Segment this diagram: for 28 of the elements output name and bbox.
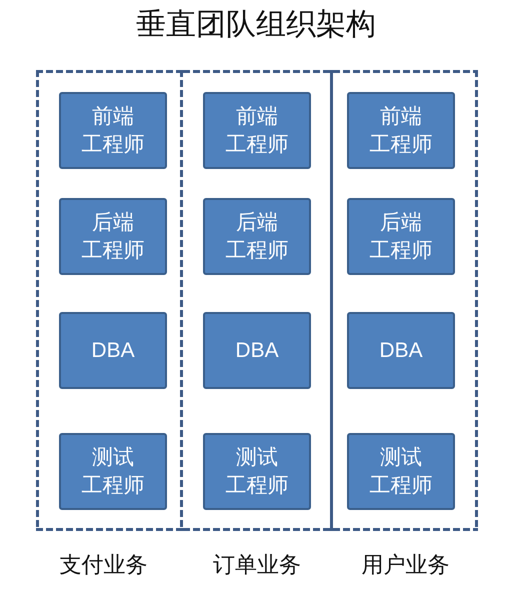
role-box [59,92,167,169]
role-label: 前端工程师 [370,104,432,158]
role-label: 测试工程师 [226,444,288,498]
role-label: 测试工程师 [82,444,144,498]
column-label: 用户业务 [360,551,450,579]
role-box [347,92,455,169]
role-box [347,433,455,510]
role-box [59,312,167,389]
role-label: 前端工程师 [82,104,144,158]
role-label: DBA [91,338,135,364]
role-box [59,198,167,275]
column-label: 支付业务 [58,551,148,579]
role-label: 后端工程师 [82,210,144,264]
column-label: 订单业务 [212,551,302,579]
role-label: DBA [379,338,423,364]
diagram-title: 垂直团队组织架构 [135,7,377,43]
role-box [347,198,455,275]
role-box [347,312,455,389]
role-box [203,92,311,169]
role-box [203,198,311,275]
role-box [59,433,167,510]
role-label: 测试工程师 [370,444,432,498]
role-label: 后端工程师 [226,210,288,264]
role-box [203,312,311,389]
role-label: 前端工程师 [226,104,288,158]
role-label: DBA [235,338,279,364]
role-label: 后端工程师 [370,210,432,264]
role-box [203,433,311,510]
